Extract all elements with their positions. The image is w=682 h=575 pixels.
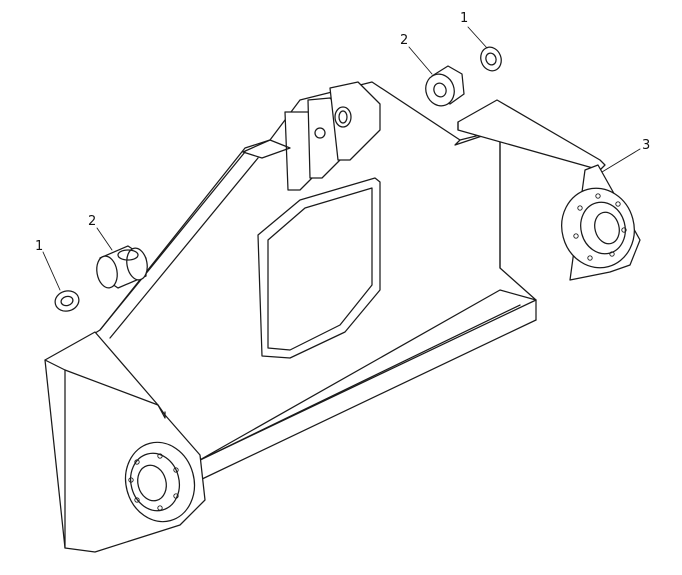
top-washer xyxy=(480,46,502,72)
top-lugs xyxy=(242,81,381,191)
top-bushing xyxy=(425,65,465,107)
left-end-block xyxy=(44,331,206,553)
callout-left-washer: 1 xyxy=(35,239,43,254)
callout-right-end-plate: 3 xyxy=(642,138,650,153)
leader-lines xyxy=(42,26,641,291)
right-end-plate xyxy=(457,99,641,281)
callout-top-bushing: 2 xyxy=(400,33,408,48)
left-washer xyxy=(54,290,80,312)
left-bushing xyxy=(96,245,148,289)
callout-top-washer: 1 xyxy=(460,11,468,26)
callout-left-bushing: 2 xyxy=(88,214,96,229)
